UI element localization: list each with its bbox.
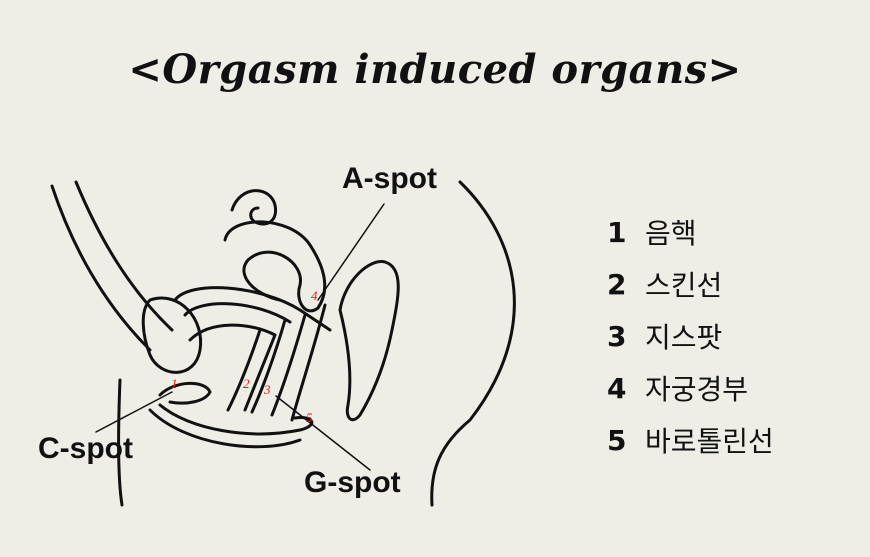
perineum: [148, 408, 302, 449]
legend-number: 4: [607, 371, 627, 405]
g-spot-leader: [275, 395, 371, 471]
legend-number: 5: [607, 423, 627, 457]
legend-item: 1 음핵: [607, 206, 774, 258]
legend-label: 바로톨린선: [645, 425, 774, 458]
legend-number: 3: [607, 319, 627, 353]
uterus: [230, 189, 278, 226]
legend-label: 음핵: [645, 217, 697, 250]
legend-item: 2 스킨선: [607, 258, 774, 310]
vaginal-wall-7: [290, 303, 327, 422]
legend-item: 5 바로톨린선: [607, 414, 774, 466]
body-outline-back: [50, 184, 152, 352]
marker-3: 3: [263, 382, 271, 397]
vaginal-wall-6: [270, 313, 307, 417]
vaginal-wall-1: [173, 286, 332, 332]
vulva-lower: [158, 403, 314, 436]
vaginal-wall-4: [226, 328, 262, 412]
c-spot-label: C-spot: [38, 432, 133, 465]
a-spot-leader: [317, 203, 385, 301]
pubic-bone: [141, 296, 203, 374]
g-spot-label: G-spot: [304, 466, 401, 499]
legend-item: 4 자궁경부: [607, 362, 774, 414]
uterus-body: [223, 220, 327, 313]
legend-list: 1 음핵 2 스킨선 3 지스팟 4 자궁경부 5 바로톨린선: [607, 206, 774, 466]
rectum: [338, 260, 400, 422]
legend-item: 3 지스팟: [607, 310, 774, 362]
a-spot-label: A-spot: [342, 162, 437, 195]
legend-number: 1: [607, 215, 627, 249]
labia: [158, 381, 212, 405]
marker-4: 4: [311, 288, 318, 303]
legend-label: 스킨선: [645, 269, 723, 302]
body-outline-back-inner: [74, 180, 174, 332]
marker-1: 1: [171, 376, 178, 391]
body-outline-lower: [117, 378, 124, 507]
body-outline-front: [430, 180, 516, 507]
vaginal-wall-3: [188, 323, 277, 412]
c-spot-leader: [95, 391, 173, 433]
legend-label: 지스팟: [645, 321, 723, 354]
marker-2: 2: [243, 376, 250, 391]
vaginal-wall-2: [183, 302, 292, 324]
marker-5: 5: [306, 410, 313, 425]
legend-label: 자궁경부: [645, 373, 749, 406]
vaginal-wall-5: [250, 318, 287, 414]
page-title: <Orgasm induced organs>: [128, 46, 742, 93]
legend-number: 2: [607, 267, 627, 301]
